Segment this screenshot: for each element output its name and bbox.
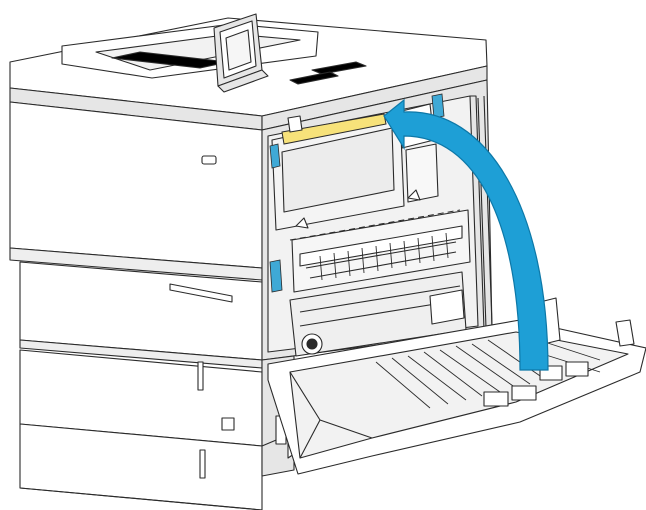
paper-feeder xyxy=(19,423,263,510)
curved-arrow-icon xyxy=(383,98,549,371)
usb-port-icon xyxy=(201,155,217,165)
control-panel-icon xyxy=(213,13,269,93)
printer-interior xyxy=(269,93,471,357)
printer-front-panel xyxy=(9,101,263,510)
tray-handle-icon[interactable] xyxy=(169,283,233,303)
fuser-paper-icon xyxy=(281,113,387,145)
